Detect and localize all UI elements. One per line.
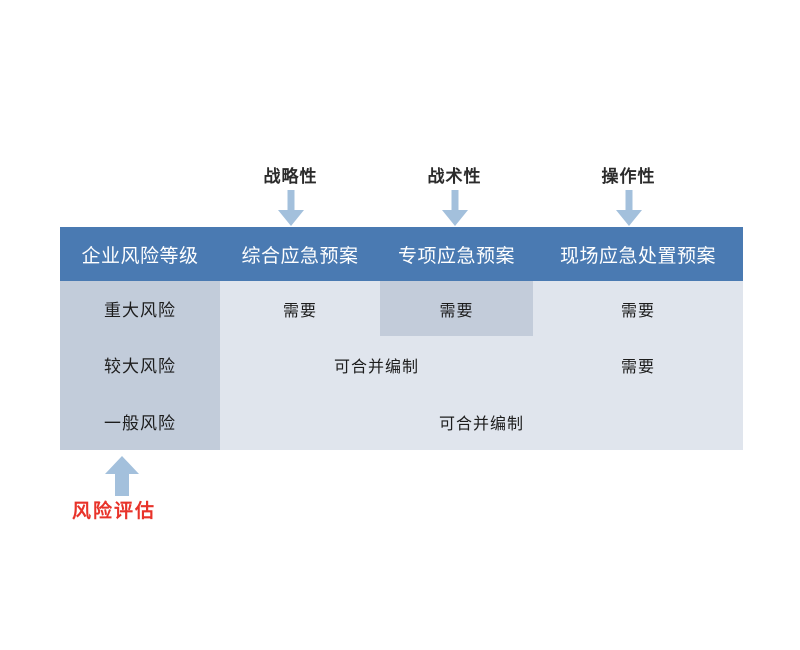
cell-relmajor-onsite: 需要: [533, 336, 743, 393]
arrow-down-icon-tactical: [442, 190, 468, 226]
cell-major-comprehensive: 需要: [220, 281, 380, 336]
column-annotation-operational: 操作性: [601, 167, 656, 187]
table-header-comprehensive-plan: 综合应急预案: [220, 227, 380, 281]
column-annotation-strategic: 战略性: [263, 167, 318, 187]
arrow-down-icon-operational: [616, 190, 642, 226]
arrow-up-icon-risk-assessment: [105, 456, 139, 496]
table-header-onsite-plan: 现场应急处置预案: [533, 227, 743, 281]
table-row: 较大风险 可合并编制 需要: [60, 336, 743, 393]
cell-major-special: 需要: [380, 281, 533, 336]
table-header-special-plan: 专项应急预案: [380, 227, 533, 281]
arrow-down-icon-strategic: [278, 190, 304, 226]
risk-assessment-caption: 风险评估: [72, 500, 157, 522]
cell-major-onsite: 需要: [533, 281, 743, 336]
table-header-risk-level: 企业风险等级: [60, 227, 220, 281]
cell-relmajor-merged-comprehensive-special: 可合并编制: [220, 336, 533, 393]
table-row: 重大风险 需要 需要 需要: [60, 281, 743, 336]
column-annotation-tactical: 战术性: [427, 167, 482, 187]
cell-general-merged-all-plans: 可合并编制: [220, 393, 743, 450]
row-label-major-risk: 重大风险: [60, 281, 220, 336]
row-label-general-risk: 一般风险: [60, 393, 220, 450]
row-label-relatively-major-risk: 较大风险: [60, 336, 220, 393]
table-row: 一般风险 可合并编制: [60, 393, 743, 450]
table-header-row: 企业风险等级 综合应急预案 专项应急预案 现场应急处置预案: [60, 227, 743, 281]
emergency-plan-matrix-table: 企业风险等级 综合应急预案 专项应急预案 现场应急处置预案 重大风险 需要 需要…: [60, 227, 743, 450]
